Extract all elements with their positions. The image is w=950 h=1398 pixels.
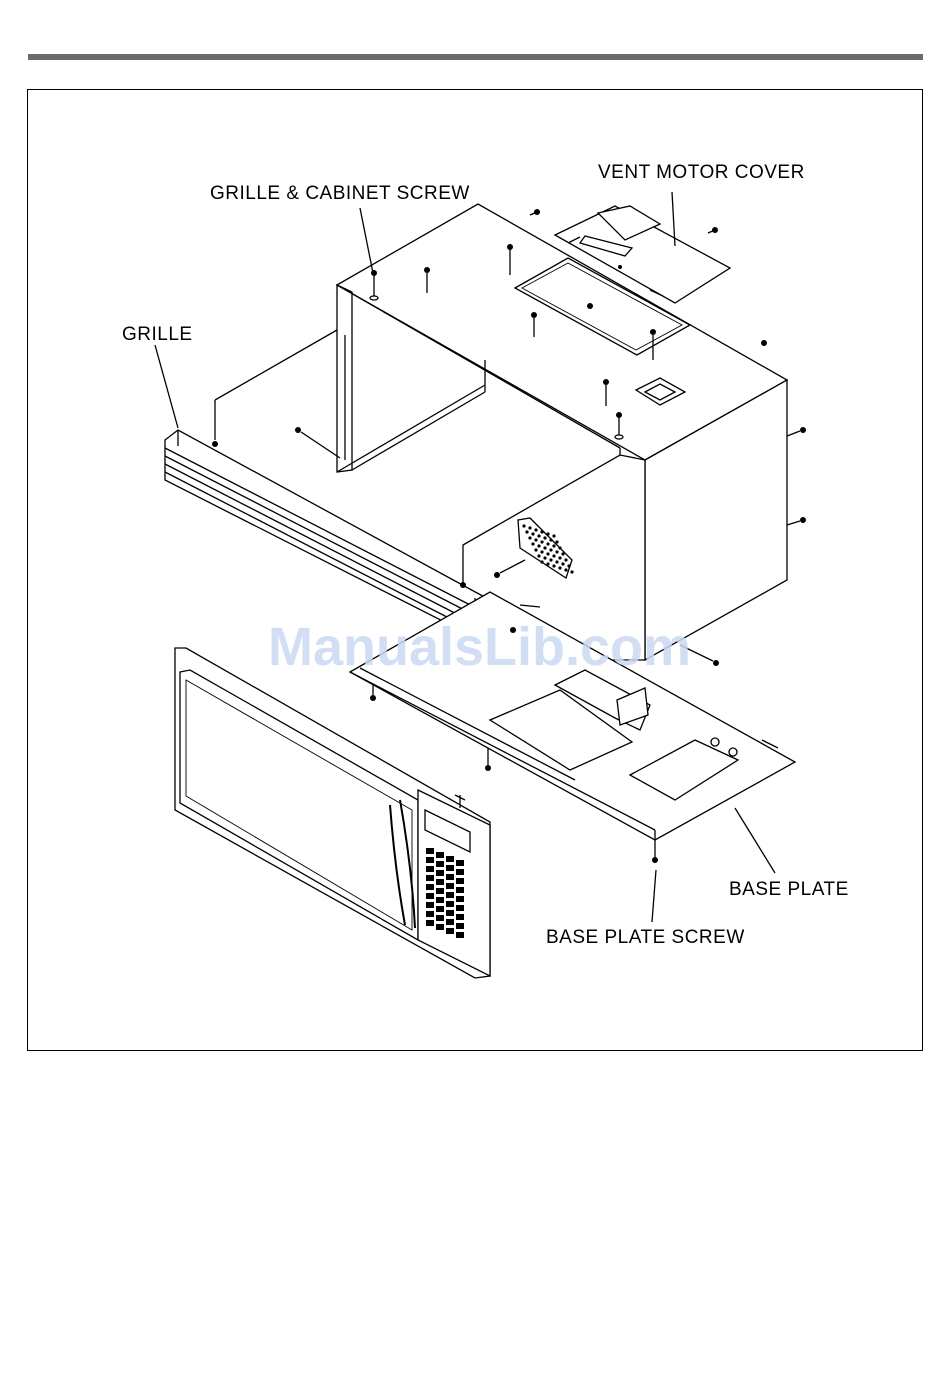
vent-hole	[546, 542, 549, 545]
keypad-button	[446, 910, 454, 916]
vent-hole	[555, 560, 558, 563]
vent-hole	[552, 544, 555, 547]
screw	[787, 427, 806, 436]
keypad-button	[436, 852, 444, 858]
keypad-button	[446, 883, 454, 889]
vent-hole	[558, 546, 561, 549]
keypad-button	[446, 901, 454, 907]
keypad-button	[426, 920, 434, 926]
keypad-button	[426, 866, 434, 872]
keypad-button	[426, 848, 434, 854]
vent-hole	[528, 526, 531, 529]
keypad-button	[436, 897, 444, 903]
vent-hole	[564, 558, 567, 561]
screw	[295, 427, 340, 458]
keypad-button	[446, 856, 454, 862]
vent-hole	[534, 548, 537, 551]
screw	[587, 303, 593, 309]
keypad-button	[426, 902, 434, 908]
vent-hole	[534, 538, 537, 541]
label-grille: GRILLE	[122, 324, 193, 345]
vent-hole	[558, 566, 561, 569]
vent-hole	[531, 542, 534, 545]
screw	[708, 227, 718, 233]
vent-hole	[534, 528, 537, 531]
vent-hole	[558, 556, 561, 559]
vent-hole	[543, 546, 546, 549]
vent-hole	[564, 568, 567, 571]
keypad-button	[456, 932, 464, 938]
vent-hole	[561, 562, 564, 565]
keypad-button	[456, 860, 464, 866]
label-grille-cabinet-screw: GRILLE & CABINET SCREW	[210, 183, 470, 204]
watermark: ManualsLib.com	[268, 617, 691, 677]
vent-hole	[525, 530, 528, 533]
keypad-button	[446, 892, 454, 898]
keypad-button	[456, 878, 464, 884]
vent-hole	[549, 558, 552, 561]
keypad-button	[446, 865, 454, 871]
vent-hole	[552, 564, 555, 567]
grille	[165, 430, 490, 640]
vent-hole	[543, 556, 546, 559]
vent-hole	[537, 554, 540, 557]
label-base-plate-screw: BASE PLATE SCREW	[546, 927, 745, 948]
vent-hole	[540, 560, 543, 563]
keypad-button	[436, 861, 444, 867]
keypad-button	[436, 906, 444, 912]
keypad-button	[436, 915, 444, 921]
vent-hole	[546, 562, 549, 565]
vent-hole	[555, 540, 558, 543]
label-vent-motor-cover: VENT MOTOR COVER	[598, 162, 805, 183]
vent-hole	[543, 536, 546, 539]
keypad-button	[426, 884, 434, 890]
vent-hole	[522, 524, 525, 527]
keypad-button	[446, 928, 454, 934]
vent-hole	[555, 550, 558, 553]
vent-hole	[540, 540, 543, 543]
keypad-button	[436, 870, 444, 876]
label-base-plate: BASE PLATE	[729, 879, 849, 900]
vent-hole	[549, 538, 552, 541]
keypad-button	[436, 924, 444, 930]
screw	[761, 340, 767, 346]
keypad-button	[446, 919, 454, 925]
keypad-button	[456, 914, 464, 920]
vent-hole	[549, 548, 552, 551]
vent-hole	[552, 554, 555, 557]
keypad-button	[456, 905, 464, 911]
vent-hole	[531, 532, 534, 535]
keypad-button	[456, 869, 464, 875]
keypad-button	[436, 879, 444, 885]
vent-hole	[540, 530, 543, 533]
screw	[787, 517, 806, 525]
keypad-button	[456, 896, 464, 902]
keypad-button	[426, 857, 434, 863]
vent-hole	[552, 534, 555, 537]
keypad-button	[456, 923, 464, 929]
vent-hole	[567, 564, 570, 567]
vent-hole	[546, 552, 549, 555]
keypad-button	[426, 893, 434, 899]
vent-hole	[546, 532, 549, 535]
vent-hole	[540, 550, 543, 553]
vent-hole	[561, 552, 564, 555]
screw	[530, 209, 540, 215]
vent-hole	[537, 544, 540, 547]
keypad-button	[436, 888, 444, 894]
keypad-button	[426, 875, 434, 881]
vent-hole	[528, 536, 531, 539]
vent-hole	[537, 534, 540, 537]
keypad-button	[446, 874, 454, 880]
vent-hole	[570, 570, 573, 573]
keypad-button	[456, 887, 464, 893]
keypad-button	[426, 911, 434, 917]
